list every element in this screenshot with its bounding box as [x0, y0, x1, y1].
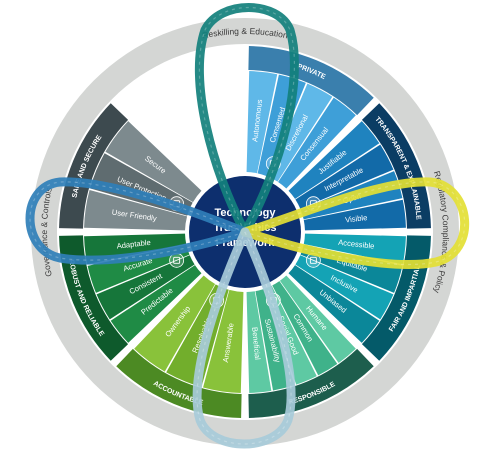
sector-slice [288, 265, 380, 343]
sector-header-band [59, 103, 129, 229]
yellow-loop [240, 177, 470, 269]
sector-slice [84, 190, 188, 231]
sector-slice [268, 83, 333, 182]
item-label-accessible: Accessible [338, 238, 375, 251]
sector-slice [134, 275, 216, 372]
item-label-beneficial: Beneficial [250, 327, 262, 361]
teal-loop [194, 3, 299, 237]
teal-loop-texture [198, 6, 296, 233]
sector-slice [246, 291, 272, 393]
sector-slice [303, 233, 406, 265]
sector-fair: AccessibleEquitableInclusiveUnbiasedFAIR… [288, 233, 431, 361]
ring-label-reskilling-education: Reskilling & Education [201, 26, 289, 41]
blue-loop-texture [29, 181, 246, 261]
sector-slice [105, 121, 202, 203]
light-blue-loop [192, 227, 296, 449]
sector-slice [288, 121, 380, 199]
sector-slice [110, 265, 202, 343]
sector-header-band [361, 103, 431, 229]
item-label-visible: Visible [345, 213, 368, 224]
blue-loop [25, 177, 250, 265]
infinity-loops-overlay [25, 3, 470, 449]
sector-slice [279, 275, 356, 363]
sector-slice [278, 97, 356, 189]
sector-header-band [248, 46, 374, 116]
sector-header-band [116, 348, 242, 418]
sector-slice [203, 289, 244, 393]
sector-slice [246, 71, 278, 174]
fingerprint-icon [169, 252, 185, 268]
sector-slice [295, 144, 394, 209]
center-title-line-1: Technology [215, 207, 277, 219]
sector-slice [96, 255, 195, 320]
sector-slice [295, 255, 394, 320]
sector-slice [272, 281, 338, 376]
sector-header-band [248, 348, 374, 418]
yellow-loop-texture [244, 181, 466, 266]
item-label-adaptable: Adaptable [116, 238, 151, 251]
sector-header-band [59, 235, 129, 361]
sector-slice [303, 199, 406, 231]
light-blue-loop-texture [196, 231, 292, 445]
